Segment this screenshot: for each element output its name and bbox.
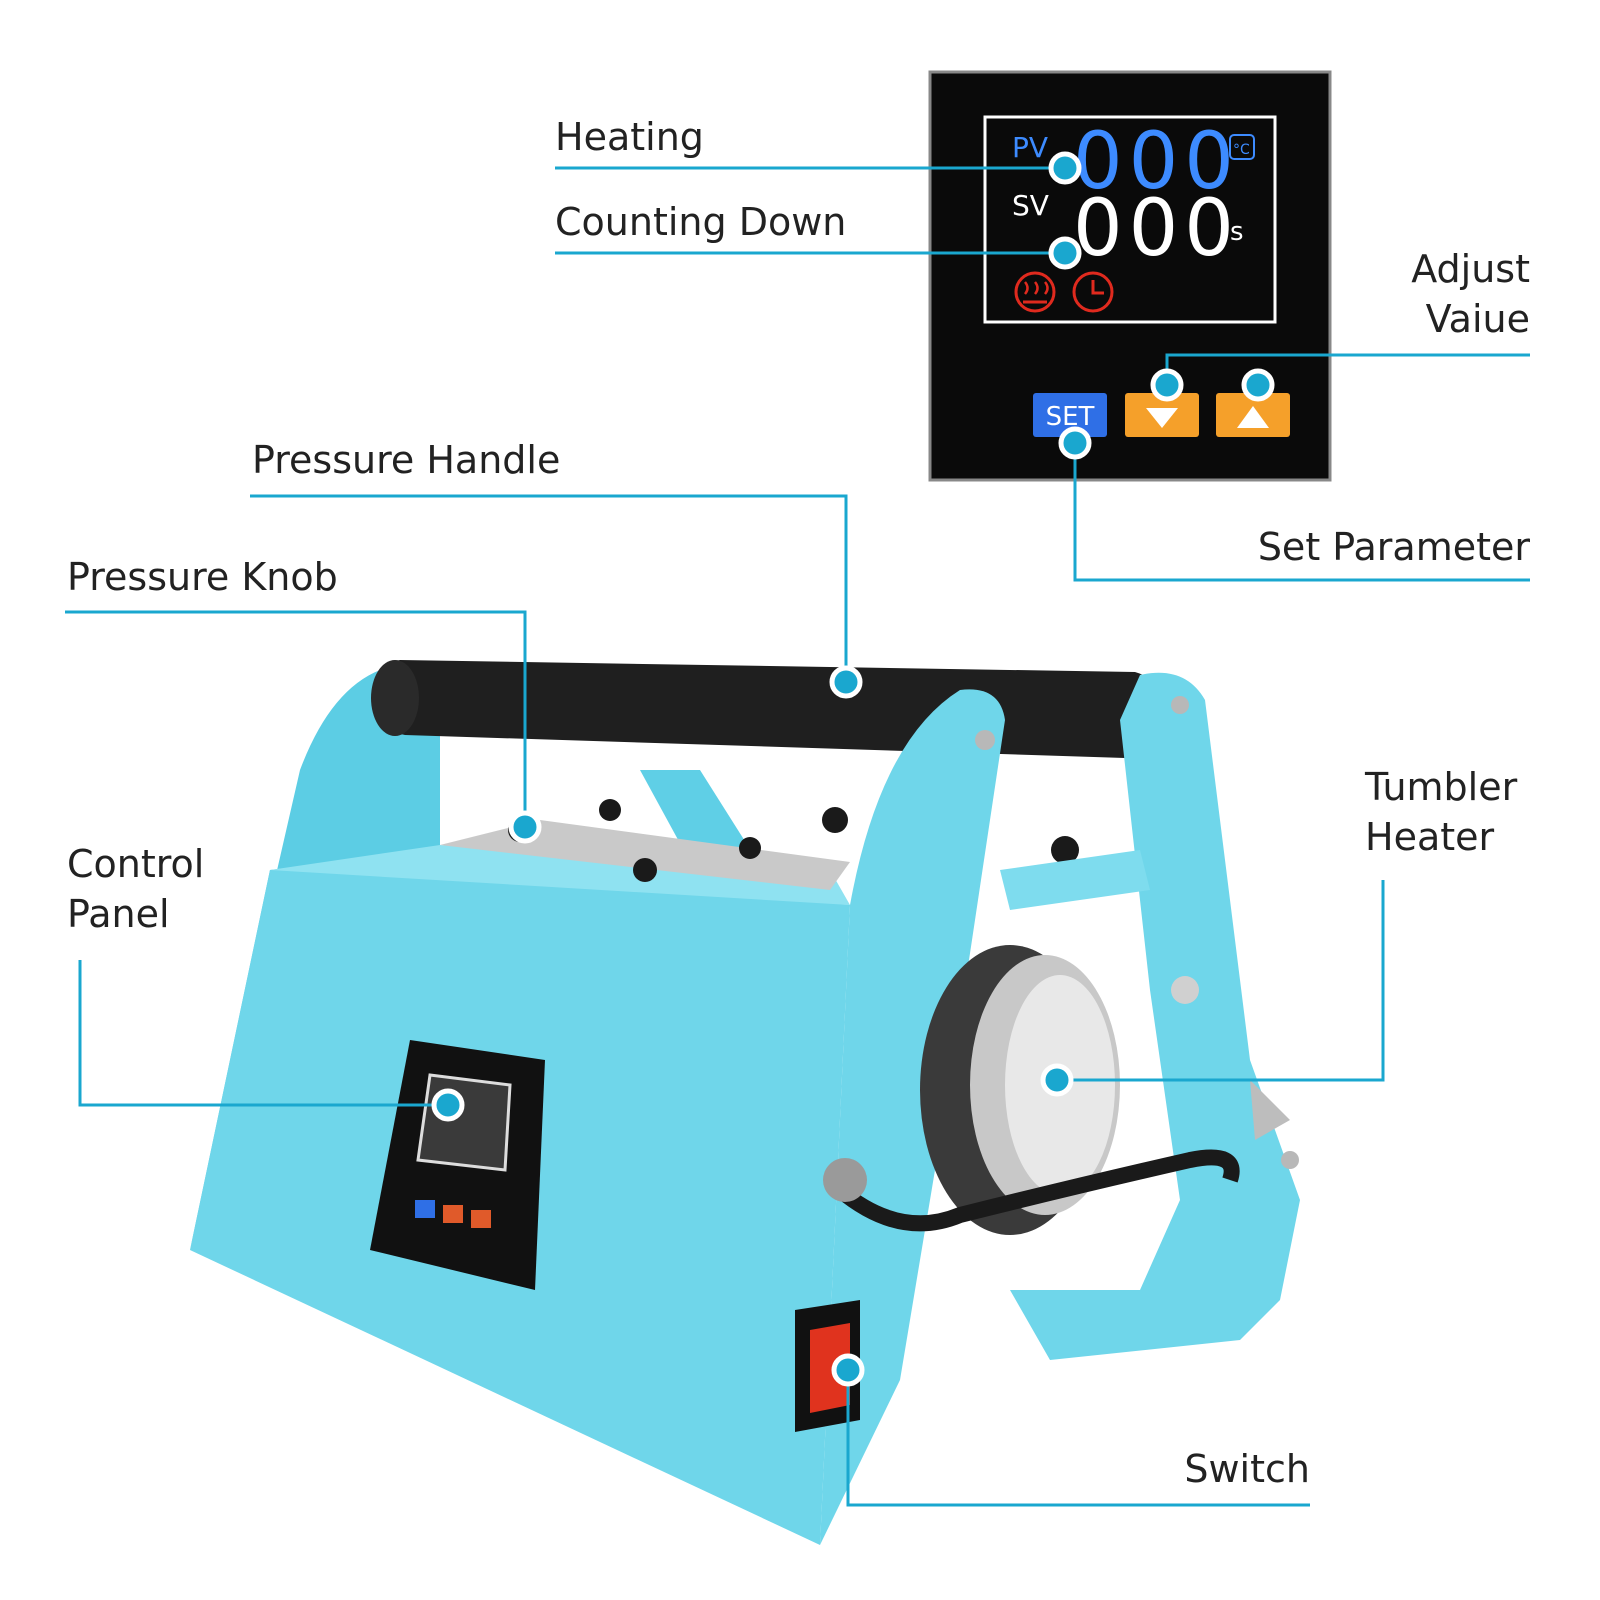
right-arm-plate xyxy=(820,689,1005,1545)
sv-label: SV xyxy=(1012,189,1049,222)
sv-unit: s xyxy=(1230,217,1244,247)
callout-tumbler-heater-1: Tumbler xyxy=(1364,765,1518,809)
knob xyxy=(633,858,657,882)
set-parameter-leader xyxy=(1073,443,1530,582)
left-side-panel xyxy=(190,670,440,1250)
set-button-label: SET xyxy=(1046,402,1095,432)
sv-value: 000 xyxy=(1073,184,1240,274)
arrow-down-icon xyxy=(1146,408,1178,428)
pressure-knob-dot xyxy=(508,810,542,844)
set-button[interactable]: SET xyxy=(1033,393,1107,437)
arrow-up-icon xyxy=(1237,406,1269,428)
knob xyxy=(599,799,621,821)
pv-value: 000 xyxy=(1073,117,1240,207)
bolt xyxy=(1171,696,1189,714)
control-panel-leader xyxy=(78,960,448,1107)
pressure-handle-leader xyxy=(250,494,848,682)
pressure-handle-bar xyxy=(374,660,1161,758)
tumbler-heater-dot xyxy=(1040,1063,1074,1097)
heating-icon xyxy=(1014,271,1056,313)
pressure-knob-leader xyxy=(65,610,527,827)
lcd-panel-zoom: PV 000 °C SV 000 s SET xyxy=(928,70,1332,482)
adjust-up-dot xyxy=(1241,368,1275,402)
handle-end xyxy=(371,660,419,736)
pressure-plate xyxy=(440,820,850,890)
knob xyxy=(822,807,848,833)
power-switch[interactable] xyxy=(795,1300,860,1432)
callout-tumbler-heater-2: Heater xyxy=(1365,815,1495,859)
cable-connector xyxy=(823,1158,867,1202)
bolt xyxy=(1171,976,1199,1004)
callout-pressure-handle: Pressure Handle xyxy=(252,438,560,482)
callout-heating: Heating xyxy=(555,115,704,159)
clock-icon xyxy=(1072,271,1114,313)
pressure-handle-dot xyxy=(829,665,863,699)
hinge-plate xyxy=(1250,1080,1290,1140)
leader-dots xyxy=(431,151,1275,1387)
tumbler-press-machine xyxy=(190,660,1300,1545)
callout-adjust-value-1: Adjust xyxy=(1411,247,1530,291)
heating-dot xyxy=(1048,151,1082,185)
counting-down-dot xyxy=(1048,236,1082,270)
pv-label: PV xyxy=(1012,131,1048,164)
right-rear-arm xyxy=(1010,672,1300,1360)
switch-dot xyxy=(831,1353,865,1387)
switch-leader xyxy=(846,1370,1310,1507)
pv-unit: °C xyxy=(1233,142,1250,158)
arrow-down-button[interactable] xyxy=(1125,393,1199,437)
control-panel-dot xyxy=(431,1088,465,1122)
adjust-down-dot xyxy=(1150,368,1184,402)
knob xyxy=(1051,836,1079,864)
bolt xyxy=(1281,1151,1299,1169)
arrow-up-button[interactable] xyxy=(1216,393,1290,437)
callout-counting-down: Counting Down xyxy=(555,200,846,244)
callout-pressure-knob: Pressure Knob xyxy=(67,555,338,599)
callout-switch: Switch xyxy=(1184,1447,1310,1491)
heater-cable xyxy=(834,1149,1240,1232)
cross-bracket xyxy=(1000,850,1150,910)
callout-control-panel-1: Control xyxy=(67,842,204,886)
callout-control-panel-2: Panel xyxy=(67,892,170,936)
celsius-icon xyxy=(1229,134,1255,160)
callout-set-parameter: Set Parameter xyxy=(1258,525,1531,569)
callout-adjust-value-2: Vaiue xyxy=(1426,297,1530,341)
knob xyxy=(739,837,761,859)
tumbler-heater-leader xyxy=(1057,880,1385,1082)
set-dot xyxy=(1058,426,1092,460)
bolt xyxy=(975,730,995,750)
